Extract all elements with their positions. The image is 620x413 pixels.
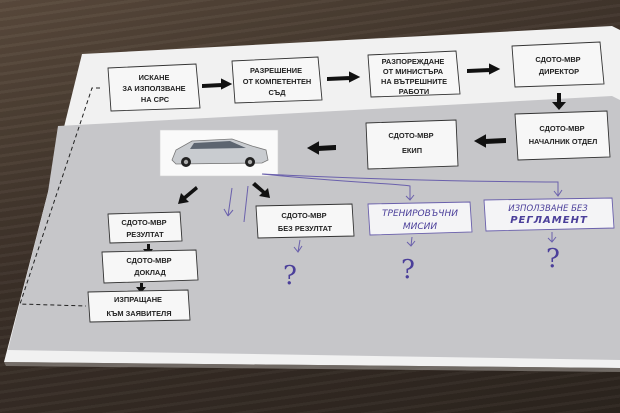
box-department-head: СДОТО-МВР НАЧАЛНИК ОТДЕЛ <box>514 110 611 161</box>
hand-usage-line-1: ИЗПОЛЗВАНЕ БЕЗ <box>508 204 588 214</box>
box-no-result-line-2: БЕЗ РЕЗУЛТАТ <box>278 224 333 233</box>
box-order-line-3: НА ВЪТРЕШНИТЕ <box>381 77 447 86</box>
box-permission: РАЗРЕШЕНИЕ ОТ КОМПЕТЕНТЕН СЪД <box>231 56 323 104</box>
box-department-head-line-2: НАЧАЛНИК ОТДЕЛ <box>529 137 598 146</box>
box-report: СДОТО-МВР ДОКЛАД <box>101 249 199 284</box>
box-order-line-1: РАЗПОРЕЖДАНЕ <box>382 57 445 66</box>
box-request-line-1: ИСКАНЕ <box>139 73 170 82</box>
box-order-line-4: РАБОТИ <box>399 87 430 96</box>
box-team-line-1: СДОТО-МВР <box>388 131 433 140</box>
arrow-request-to-permission <box>202 78 233 90</box>
hand-box-training: ТРЕНИРОВЪЧНИ МИСИИ <box>367 201 473 236</box>
hand-arrows-down <box>293 232 557 253</box>
arrow-report-to-sending <box>136 283 146 293</box>
box-result-line-1: СДОТО-МВР <box>121 218 166 227</box>
hand-box-usage: ИЗПОЛЗВАНЕ БЕЗ РЕГЛАМЕНТ <box>483 197 615 232</box>
box-director: СДОТО-МВР ДИРЕКТОР <box>511 41 605 88</box>
arrow-director-to-head <box>552 93 566 110</box>
box-request-line-2: ЗА ИЗПОЛЗВАНЕ <box>122 84 185 93</box>
box-permission-line-3: СЪД <box>269 88 287 97</box>
question-mark-training: ? <box>401 255 415 285</box>
box-result: СДОТО-МВР РЕЗУЛТАТ <box>107 211 183 244</box>
arrow-car-to-no-result <box>252 182 270 198</box>
box-no-result-line-1: СДОТО-МВР <box>281 211 326 220</box>
box-team: СДОТО-МВР ЕКИП <box>365 119 459 170</box>
arrow-result-to-report <box>143 244 153 255</box>
question-mark-usage: ? <box>546 244 560 274</box>
box-department-head-line-1: СДОТО-МВР <box>539 124 584 133</box>
box-team-line-2: ЕКИП <box>402 146 422 155</box>
hand-usage-line-2: РЕГЛАМЕНТ <box>510 215 588 226</box>
box-order-line-2: ОТ МИНИСТЪРА <box>383 67 444 76</box>
box-sending: ИЗПРАЩАНЕ КЪМ ЗАЯВИТЕЛЯ <box>87 289 191 323</box>
box-report-line-1: СДОТО-МВР <box>126 256 171 265</box>
box-sending-line-2: КЪМ ЗАЯВИТЕЛЯ <box>106 309 171 318</box>
question-mark-no-result: ? <box>283 261 297 291</box>
dashed-return-line <box>19 87 100 307</box>
box-order: РАЗПОРЕЖДАНЕ ОТ МИНИСТЪРА НА ВЪТРЕШНИТЕ … <box>367 50 461 98</box>
box-no-result: СДОТО-МВР БЕЗ РЕЗУЛТАТ <box>255 203 355 239</box>
car-picture <box>159 129 279 177</box>
box-request-line-3: НА СРС <box>141 95 170 104</box>
paper-shadow-edge <box>4 362 620 372</box>
box-request: ИСКАНЕ ЗА ИЗПОЛЗВАНЕ НА СРС <box>107 63 201 112</box>
hand-training-line-2: МИСИИ <box>403 222 438 232</box>
hand-drawn-lines <box>223 173 563 223</box>
box-sending-line-1: ИЗПРАЩАНЕ <box>114 295 162 304</box>
arrow-permission-to-order <box>327 71 361 83</box>
box-result-line-2: РЕЗУЛТАТ <box>126 230 164 239</box>
arrow-team-to-car <box>306 141 336 155</box>
hand-training-line-1: ТРЕНИРОВЪЧНИ <box>382 209 458 219</box>
car-windows <box>190 141 246 149</box>
arrow-order-to-director <box>467 63 501 75</box>
arrow-head-to-team <box>473 134 506 148</box>
arrow-car-to-result <box>178 186 198 204</box>
box-permission-line-2: ОТ КОМПЕТЕНТЕН <box>243 77 312 86</box>
box-director-line-1: СДОТО-МВР <box>535 55 580 64</box>
box-permission-line-1: РАЗРЕШЕНИЕ <box>250 66 302 75</box>
box-director-line-2: ДИРЕКТОР <box>539 67 579 76</box>
box-report-line-2: ДОКЛАД <box>134 268 166 277</box>
